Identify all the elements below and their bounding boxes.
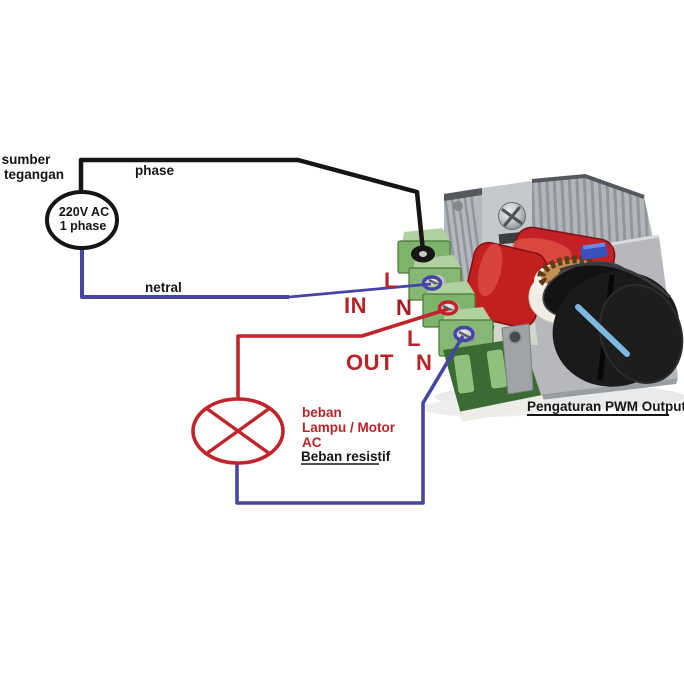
pcb-base <box>443 323 546 422</box>
film-capacitor <box>462 241 548 329</box>
pcb-clip <box>486 349 508 389</box>
trimmer-component <box>580 242 608 260</box>
heatsink-screw-small <box>453 201 463 211</box>
panel-screw <box>508 330 522 344</box>
phase-label: phase <box>135 163 175 178</box>
pcb-clip <box>453 354 475 394</box>
neutral-wire-lead <box>288 282 432 299</box>
pwm-module-photo <box>397 173 684 422</box>
knob-face <box>598 284 684 384</box>
source-circle <box>45 190 119 250</box>
wires <box>78 157 475 505</box>
knob-indicator-stripe <box>575 304 630 357</box>
metal-bracket <box>501 323 534 395</box>
source-label-line1: sumber <box>2 152 52 167</box>
heatsink-top-edge <box>444 188 482 201</box>
load-lamp-symbol <box>191 397 285 465</box>
load-live-wire <box>236 307 449 400</box>
in-terminal-n-label: N <box>396 295 412 320</box>
potentiometer-knob <box>542 261 684 387</box>
lamp-cross-line <box>205 406 271 456</box>
load-neutral-wire <box>235 335 465 505</box>
load-label-line2: Lampu / Motor <box>302 420 396 435</box>
out-label: OUT <box>346 350 394 375</box>
heatsink-top-edge <box>531 173 645 199</box>
source-phase-text: 1 phase <box>60 219 107 233</box>
load-label-line3: AC <box>302 435 322 450</box>
pwm-caption: Pengaturan PWM Output <box>527 399 684 414</box>
voltage-source: 220V AC 1 phase sumber tegangan <box>2 152 119 250</box>
out-terminal-n-label: N <box>416 350 432 375</box>
neutral-out-wire-ring <box>453 325 475 343</box>
out-terminal-l-label: L <box>407 326 421 351</box>
source-label-line2: tegangan <box>4 167 64 182</box>
source-voltage-text: 220V AC <box>59 205 109 219</box>
in-terminal-l-label: L <box>384 268 398 293</box>
in-label: IN <box>344 293 367 318</box>
neutral-label: netral <box>145 280 182 295</box>
neutral-wire <box>80 247 289 299</box>
neutral-wire-ring <box>421 275 443 291</box>
load-label-line1: beban <box>302 405 342 420</box>
load-type-label: Beban resistif <box>301 449 391 464</box>
phase-wire <box>78 157 426 252</box>
live-out-wire-ring <box>437 300 459 316</box>
pcb-edge <box>458 395 546 422</box>
annotations: phase netral L IN N L OUT N beban Lampu … <box>135 163 684 465</box>
